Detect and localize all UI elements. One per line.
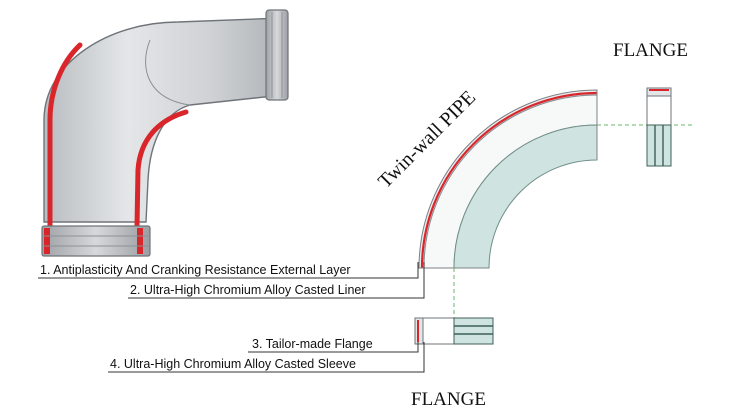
callout-4: 4. Ultra-High Chromium Alloy Casted Slee… <box>110 357 356 371</box>
callout-1: 1. Antiplasticity And Cranking Resistanc… <box>40 263 351 277</box>
twin-wall-pipe-section <box>418 89 692 330</box>
pipe-red-liner <box>420 91 598 269</box>
elbow-bottom-flange <box>41 225 151 257</box>
elbow-liner-stripe-outer <box>47 42 83 229</box>
label-flange-bottom: FLANGE <box>411 389 486 408</box>
elbow-right-collar <box>265 9 289 101</box>
elbow-seam <box>145 39 191 106</box>
flange-top-section <box>646 87 672 167</box>
flange-bottom-section <box>414 317 494 345</box>
elbow-3d-illustration <box>41 9 289 257</box>
leader-lines <box>38 262 425 373</box>
elbow-liner-stripe-inner <box>134 109 189 229</box>
flange-bottom-sleeve <box>453 317 494 345</box>
callout-3: 3. Tailor-made Flange <box>252 337 373 351</box>
callout-2: 2. Ultra-High Chromium Alloy Casted Line… <box>130 283 366 297</box>
flange-top-sleeve <box>646 124 672 167</box>
label-flange-top: FLANGE <box>613 40 688 61</box>
